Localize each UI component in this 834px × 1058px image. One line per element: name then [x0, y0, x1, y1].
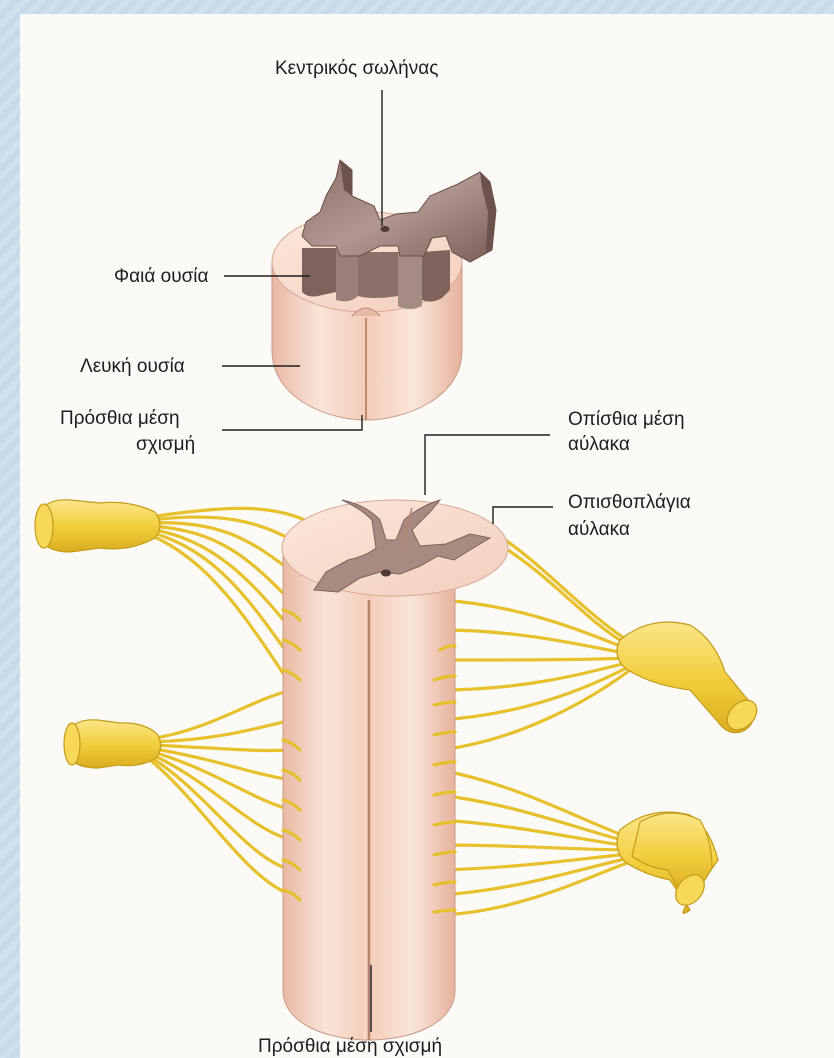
label-posterior-sulcus-line2: αύλακα	[568, 434, 630, 455]
label-posterior-sulcus-line1: Οπίσθια μέση	[568, 409, 685, 430]
label-posterolateral-sulcus-line1: Οπισθοπλάγια	[568, 492, 691, 513]
label-grey-matter: Φαιά ουσία	[114, 266, 209, 287]
label-central-canal: Κεντρικός σωλήνας	[275, 58, 438, 79]
grey-matter-extrusion	[302, 160, 496, 309]
label-white-matter: Λευκή ουσία	[80, 356, 185, 377]
label-anterior-fissure-line1: Πρόσθια μέση	[60, 408, 180, 429]
lower-cord-column	[282, 500, 508, 1040]
label-posterolateral-sulcus-line2: αύλακα	[568, 519, 630, 540]
label-anterior-fissure-line2: σχισμή	[136, 434, 195, 455]
label-bottom-fissure: Πρόσθια μέση σχισμή	[258, 1036, 442, 1057]
central-canal-dot	[381, 226, 390, 232]
